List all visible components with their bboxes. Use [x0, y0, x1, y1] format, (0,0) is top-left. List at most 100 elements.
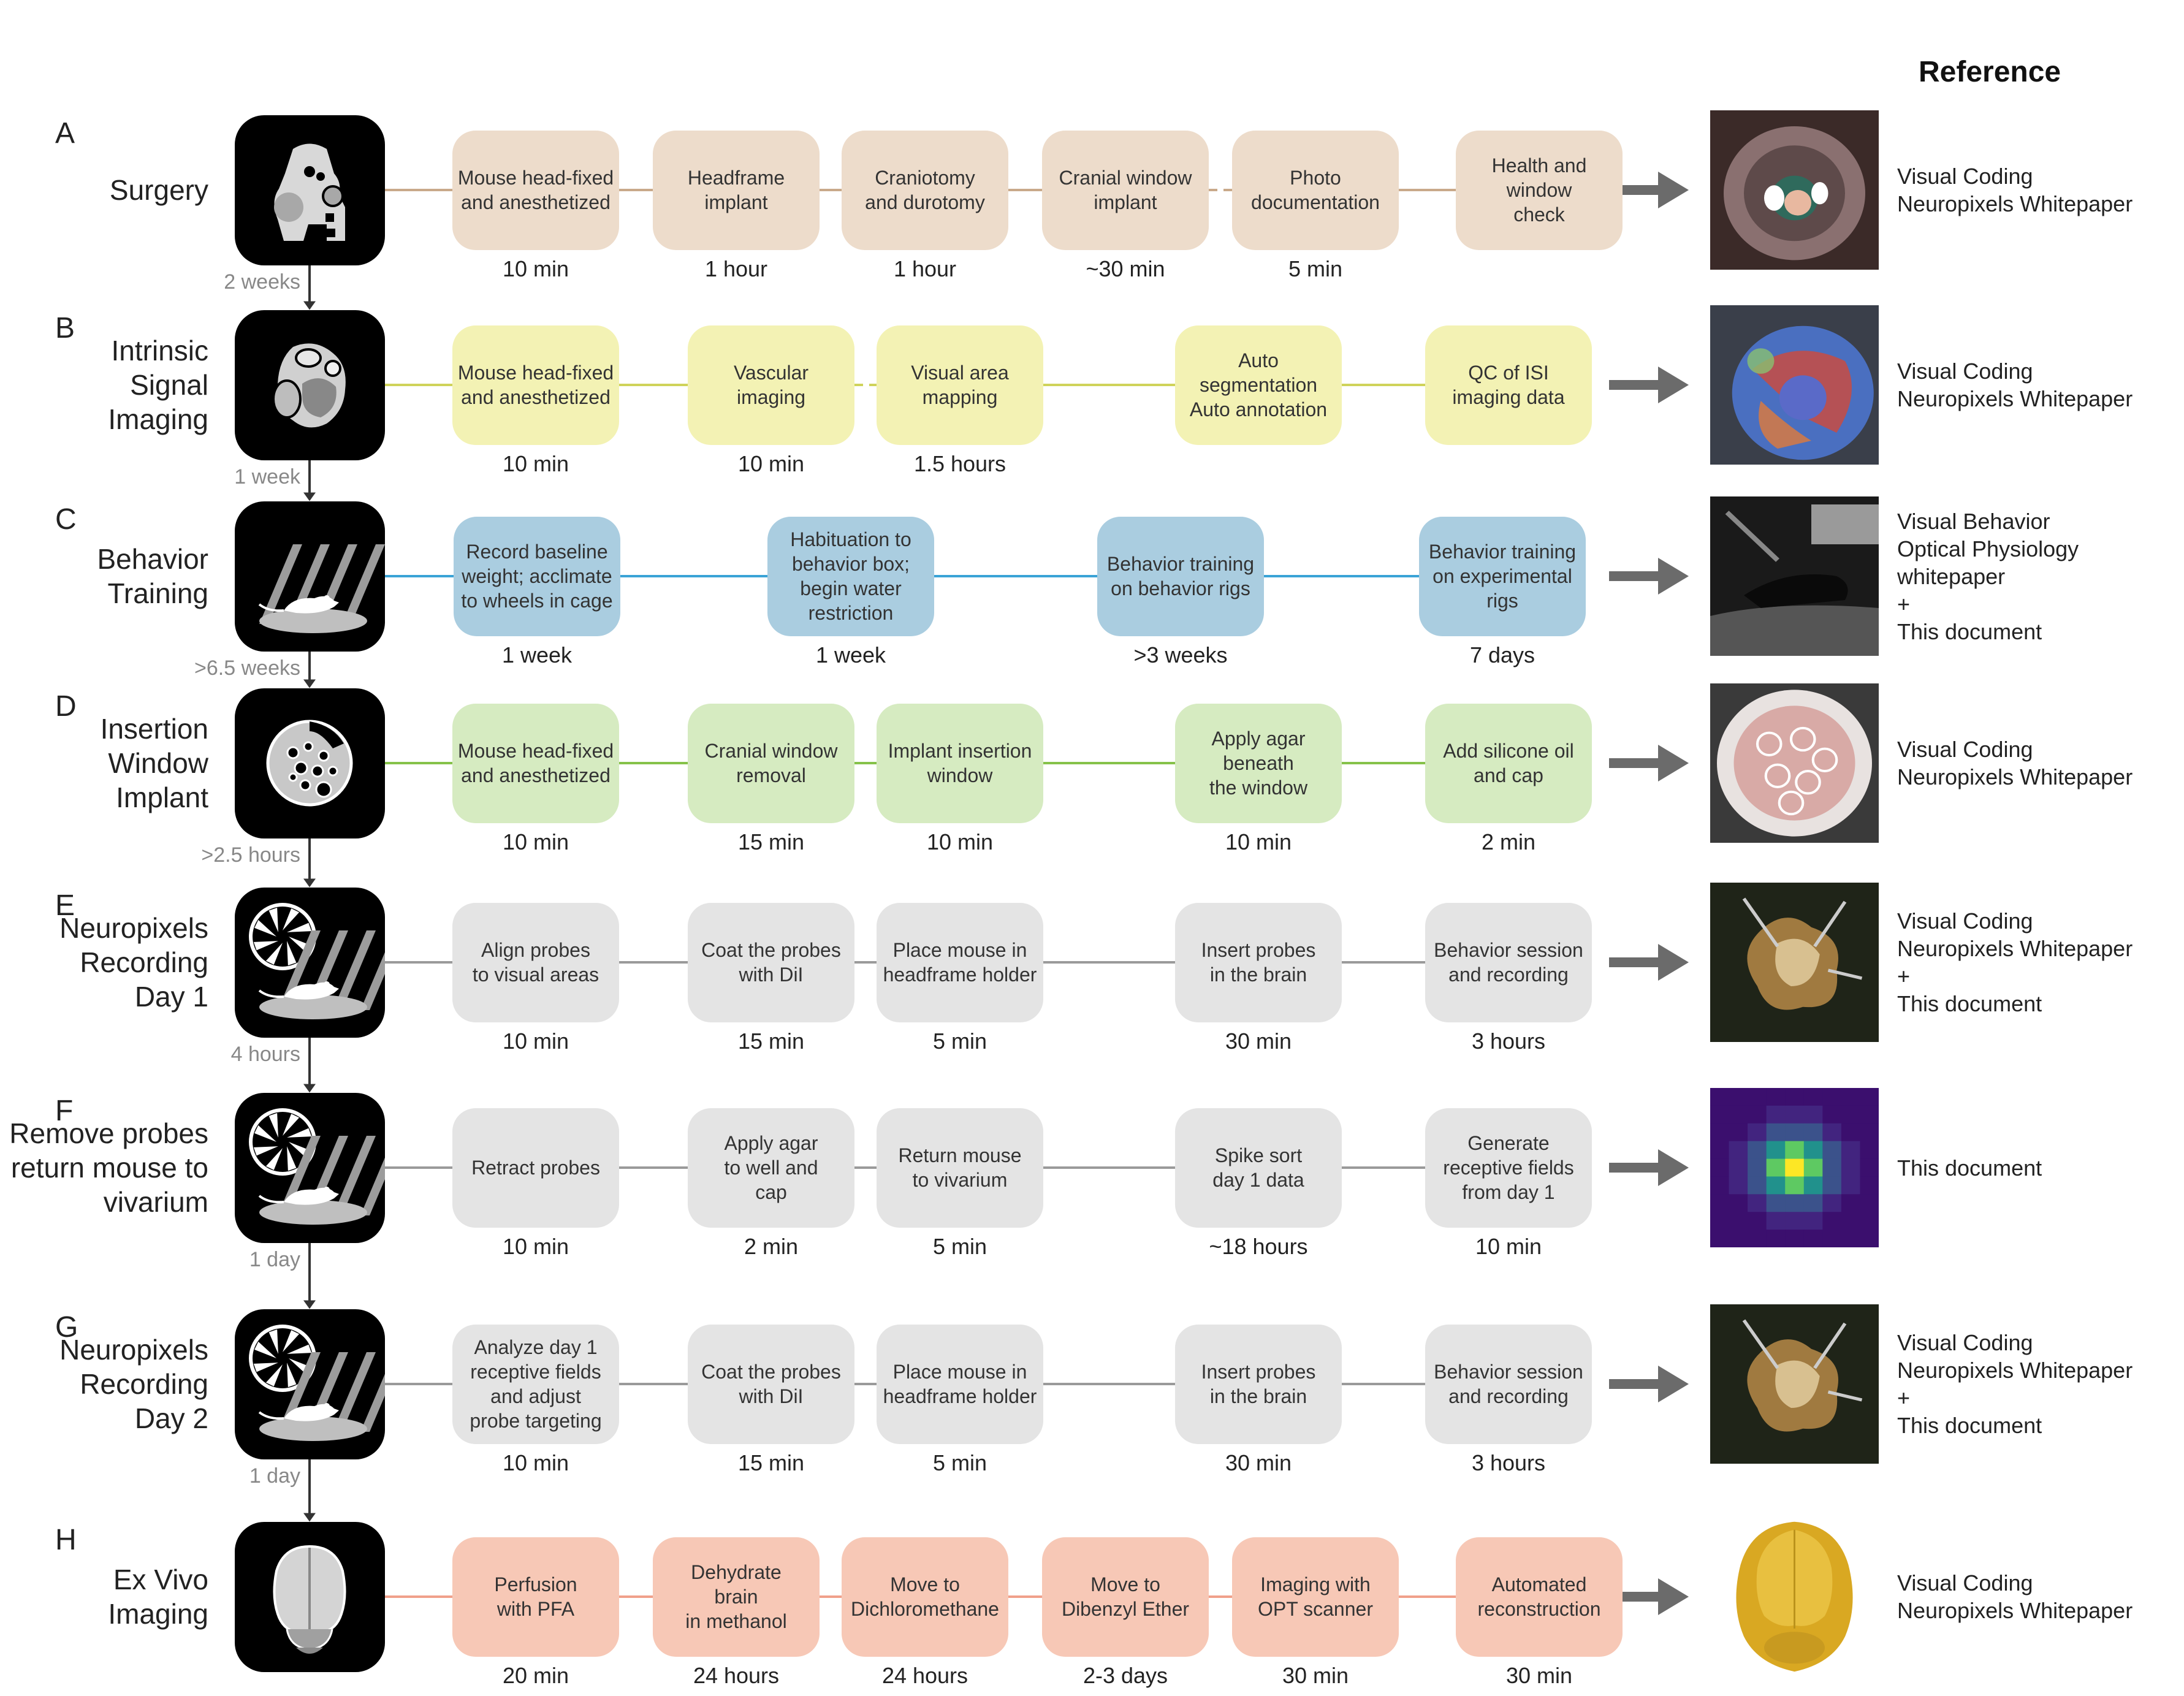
step-box: Coat the probes with DiI: [688, 902, 854, 1022]
gap-label: 1 day: [249, 1464, 300, 1488]
step-box: Analyze day 1 receptive fields and adjus…: [452, 1324, 619, 1444]
row-letter: G: [55, 1311, 78, 1344]
step-box: Return mouse to vivarium: [877, 1108, 1043, 1228]
step-box: Mouse head-fixed and anesthetized: [452, 325, 619, 445]
step-box: Insert probes in the brain: [1175, 902, 1342, 1022]
step-box: Imaging with OPT scanner: [1232, 1537, 1399, 1657]
step-duration: >3 weeks: [1133, 642, 1228, 667]
row-letter: H: [55, 1524, 77, 1556]
gap-label: >2.5 hours: [201, 843, 300, 867]
step-box: QC of ISI imaging data: [1425, 325, 1592, 445]
row-title: Intrinsic Signal Imaging: [108, 335, 208, 435]
step-box: Retract probes: [452, 1108, 619, 1228]
step-box: Move to Dichloromethane: [842, 1537, 1008, 1657]
reference-arrow: [1609, 944, 1689, 981]
step-box: Place mouse in headframe holder: [877, 1324, 1043, 1444]
row-title: Behavior Training: [97, 543, 208, 609]
step-duration: 15 min: [737, 829, 805, 854]
step-duration: 30 min: [1225, 1028, 1292, 1054]
step-duration: 10 min: [502, 451, 569, 476]
step-duration: 10 min: [502, 1233, 569, 1259]
brain-icon: [235, 1521, 385, 1672]
step-box: Perfusion with PFA: [452, 1537, 619, 1657]
row-letter: E: [55, 889, 75, 922]
step-duration: 5 min: [932, 1450, 987, 1475]
step-box: Mouse head-fixed and anesthetized: [452, 703, 619, 823]
reference-arrow: [1609, 1578, 1689, 1615]
reference-text: Visual Coding Neuropixels Whitepaper + T…: [1897, 908, 2133, 1016]
step-duration: 10 min: [1225, 829, 1292, 854]
reference-arrow: [1609, 1366, 1689, 1402]
recording-icon: [235, 1309, 385, 1459]
behavior-rig-photo: [1710, 496, 1879, 656]
row-title: Surgery: [109, 174, 208, 206]
step-duration: 10 min: [502, 1028, 569, 1054]
mouse-on-wheel-icon: [235, 501, 385, 652]
step-box: Cranial window implant: [1042, 130, 1209, 250]
step-duration: 2 min: [1481, 829, 1536, 854]
step-duration: 5 min: [932, 1028, 987, 1054]
reference-arrow: [1609, 745, 1689, 781]
step-box: Add silicone oil and cap: [1425, 703, 1592, 823]
step-box: Implant insertion window: [877, 703, 1043, 823]
step-duration: 15 min: [737, 1450, 805, 1475]
step-duration: 3 hours: [1471, 1028, 1546, 1054]
step-box: Record baseline weight; acclimate to whe…: [454, 516, 620, 636]
reference-heading: Reference: [1919, 56, 2061, 88]
step-duration: 24 hours: [881, 1662, 968, 1688]
row-letter: F: [55, 1095, 74, 1127]
recording-icon: [235, 887, 385, 1038]
step-duration: 10 min: [737, 451, 805, 476]
probes-photo: [1710, 883, 1879, 1042]
step-duration: 10 min: [926, 829, 994, 854]
step-duration: 1 week: [501, 642, 573, 667]
step-duration: 5 min: [1288, 256, 1343, 281]
gap-label: 2 weeks: [224, 270, 300, 294]
step-duration: 30 min: [1225, 1450, 1292, 1475]
row-title: Remove probes return mouse to vivarium: [9, 1117, 208, 1218]
reference-text: Visual Coding Neuropixels Whitepaper: [1897, 1570, 2133, 1623]
step-box: Behavior session and recording: [1425, 902, 1592, 1022]
step-duration: 1.5 hours: [913, 451, 1006, 476]
step-duration: 30 min: [1282, 1662, 1349, 1688]
cleared-brain-photo: [1710, 1517, 1879, 1676]
step-box: Health and window check: [1456, 130, 1623, 250]
step-box: Spike sort day 1 data: [1175, 1108, 1342, 1228]
step-box: Apply agar to well and cap: [688, 1108, 854, 1228]
step-box: Visual area mapping: [877, 325, 1043, 445]
step-duration: 5 min: [932, 1233, 987, 1259]
receptive-field-heatmap: [1710, 1088, 1879, 1247]
row-title: Insertion Window Implant: [100, 713, 208, 813]
row-letter: B: [55, 312, 75, 344]
step-duration: ~30 min: [1086, 256, 1165, 281]
step-box: Align probes to visual areas: [452, 902, 619, 1022]
row-letter: A: [55, 117, 75, 150]
step-box: Apply agar beneath the window: [1175, 703, 1342, 823]
step-box: Behavior training on experimental rigs: [1419, 516, 1586, 636]
reference-arrow: [1609, 367, 1689, 403]
row-title: Neuropixels Recording Day 1: [59, 912, 208, 1013]
reference-arrow: [1609, 558, 1689, 595]
row-title: Neuropixels Recording Day 2: [59, 1334, 208, 1434]
step-duration: 2-3 days: [1082, 1662, 1168, 1688]
step-box: Insert probes in the brain: [1175, 1324, 1342, 1444]
step-duration: 7 days: [1469, 642, 1535, 667]
step-box: Craniotomy and durotomy: [842, 130, 1008, 250]
step-duration: 1 hour: [893, 256, 957, 281]
step-duration: 3 hours: [1471, 1450, 1546, 1475]
step-box: Move to Dibenzyl Ether: [1042, 1537, 1209, 1657]
step-duration: 15 min: [737, 1028, 805, 1054]
step-box: Cranial window removal: [688, 703, 854, 823]
step-duration: 1 hour: [704, 256, 768, 281]
step-box: Generate receptive fields from day 1: [1425, 1108, 1592, 1228]
step-box: Auto segmentation Auto annotation: [1175, 325, 1342, 445]
step-box: Vascular imaging: [688, 325, 854, 445]
reference-arrow: [1609, 1149, 1689, 1186]
row-title: Ex Vivo Imaging: [108, 1564, 208, 1630]
step-box: Coat the probes with DiI: [688, 1324, 854, 1444]
step-box: Headframe implant: [653, 130, 820, 250]
step-box: Habituation to behavior box; begin water…: [767, 516, 934, 636]
reference-text: Visual Coding Neuropixels Whitepaper: [1897, 359, 2133, 411]
step-duration: 1 week: [815, 642, 886, 667]
